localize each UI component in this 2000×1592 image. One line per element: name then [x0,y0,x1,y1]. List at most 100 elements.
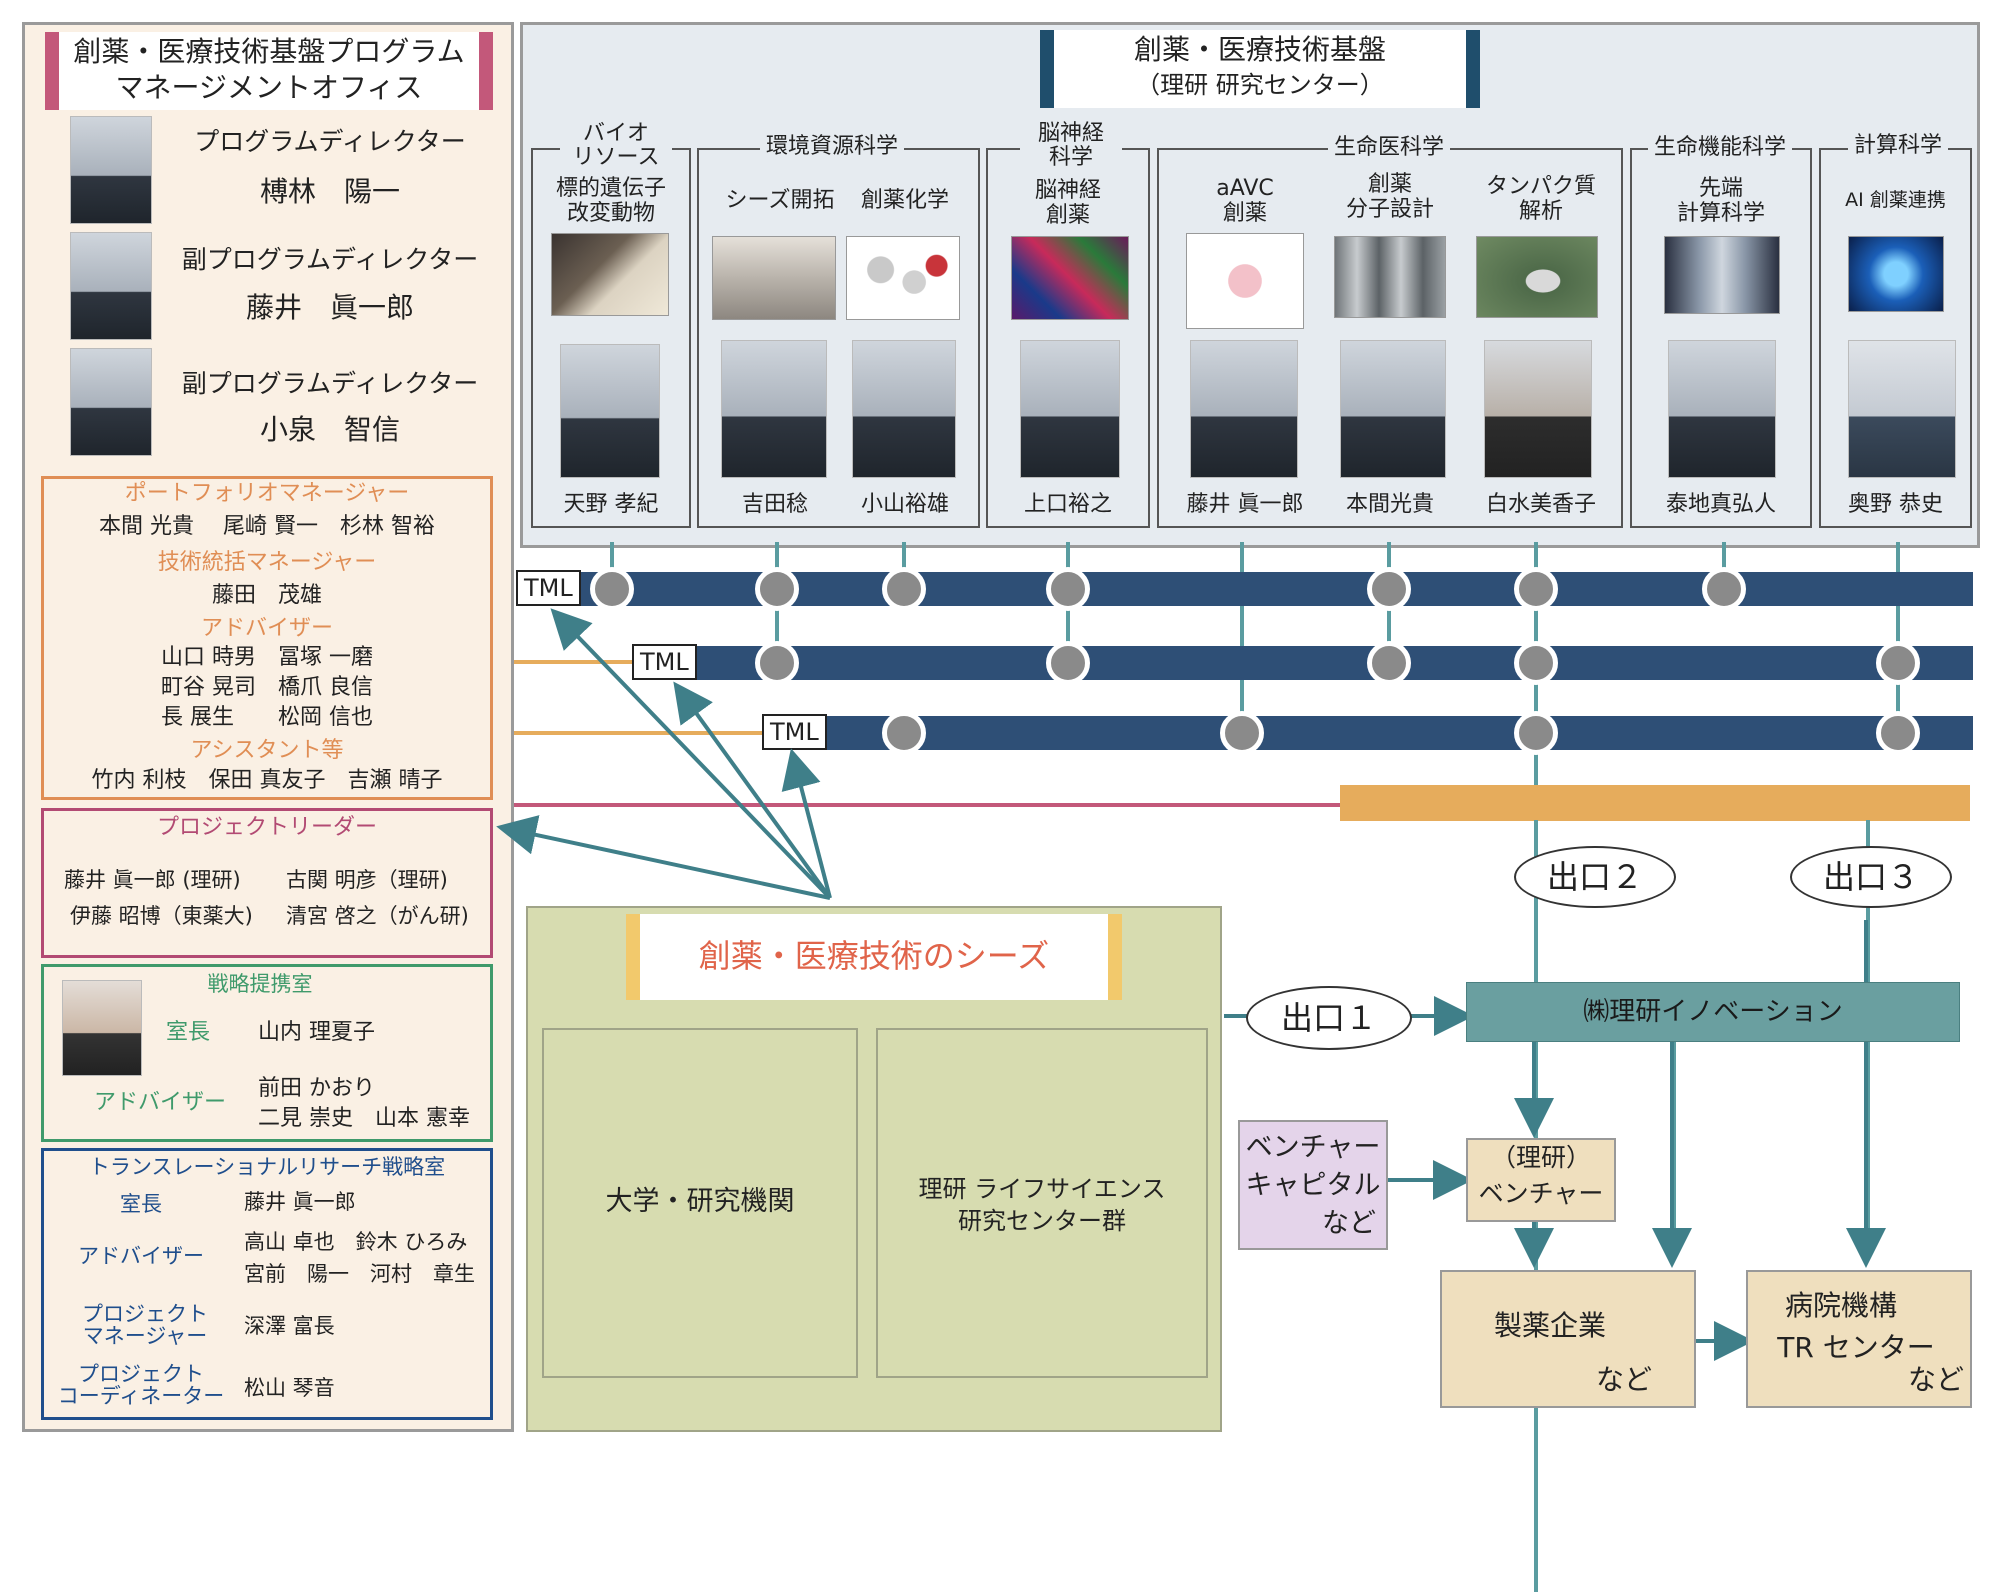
name-amano: 天野 孝紀 [563,492,659,517]
tr-pm-name: 深澤 富長 [244,1314,335,1338]
name-shirouzu: 白水美香子 [1485,492,1596,517]
tml-label-1: TML [516,570,581,606]
group-label-computational: 計算科学 [1848,133,1949,159]
strategy-chief-photo [62,980,142,1076]
node-2-honma [1367,641,1411,685]
hospital-box [1746,1270,1972,1408]
sub-ai-drug: AI 創薬連携 [1845,189,1946,211]
exit-2-oval: 出口２ [1514,846,1676,908]
tr-pc-label-2: コーディネーター [57,1384,225,1408]
group-label-bioresource: バイオ リソース [560,121,672,171]
photo-kamiguchi [1020,340,1120,478]
translational-office-box [41,1148,493,1420]
portfolio-advisor-title: アドバイザー [200,616,333,641]
project-leader-1: 藤井 眞一郎 (理研) [64,868,241,892]
exit-3-oval: 出口３ [1790,846,1952,908]
portfolio-advisor-line3: 長 展生 松岡 信也 [161,705,373,730]
connector-fujii [1240,542,1244,732]
flow-line-innovation [1672,1030,1676,1260]
centers-title-box [1040,30,1480,108]
tr-advisor-label: アドバイザー [78,1244,204,1268]
centers-subtitle: （理研 研究センター） [1136,71,1384,99]
node-1-honma [1367,567,1411,611]
director-photo-2 [70,232,152,340]
assistant-title: アシスタント等 [190,738,344,763]
node-1-yoshida [755,567,799,611]
molecule-image [846,236,960,320]
photo-honma [1340,340,1446,478]
pharma-line1: 製薬企業 [1493,1309,1606,1342]
sub-molecular-design: 創薬 分子設計 [1345,172,1434,223]
director-name-3: 小泉 智信 [259,413,400,446]
tr-chief-name: 藤井 眞一郎 [244,1190,356,1214]
venture-line1: （理研） [1490,1143,1591,1172]
riken-centers-line1: 理研 ライフサイエンス [918,1175,1166,1203]
data-center-image [1664,236,1780,314]
group-label-environment: 環境資源科学 [760,134,905,160]
riken-venture-box [1466,1138,1616,1222]
project-leader-4: 清宮 啓之（がん研) [286,904,469,928]
group-label-life-function: 生命機能科学 [1648,135,1793,161]
strategy-office-box [41,964,493,1142]
office-header-line1: 創薬・医療技術基盤プログラム [73,35,465,68]
tech-manager-names: 藤田 茂雄 [211,583,322,608]
sub-target-gene: 標的遺伝子 改変動物 [555,176,666,227]
name-honma: 本間光貴 [1345,492,1434,517]
strategy-chief-label: 室長 [166,1020,211,1045]
vc-line2: キャピタル [1245,1170,1381,1201]
tr-chief-label: 室長 [120,1192,162,1216]
node-3-koyama [882,711,926,755]
node-2-shirouzu [1514,641,1558,685]
tr-pc-label-1: プロジェクト [78,1362,204,1386]
project-leader-2: 古関 明彦（理研) [286,868,448,892]
riken-centers-line2: 研究センター群 [958,1207,1126,1235]
node-1-koyama [882,567,926,611]
pipeline-bar-3 [826,716,1973,750]
photo-yoshida [721,340,827,478]
node-3-shirouzu [1514,711,1558,755]
portfolio-advisor-line1: 山口 時男 冨塚 一磨 [161,645,373,670]
server-room-image [1334,236,1446,318]
strategy-advisor-line2: 二見 崇史 山本 憲幸 [258,1106,470,1131]
exit-1-oval: 出口１ [1246,986,1412,1050]
strategy-title: 戦略提携室 [207,972,313,996]
hospital-line3: など [1908,1363,1965,1396]
photo-okuno [1848,340,1956,478]
sub-advanced-computing: 先端 計算科学 [1676,176,1765,227]
node-3-okuno [1876,711,1920,755]
photo-fujii [1190,340,1298,478]
name-yoshida: 吉田稔 [741,492,808,517]
synchrotron-image [1476,236,1598,318]
tml-label-3: TML [762,714,827,750]
project-leader-box [41,808,493,958]
riken-innovation-box: ㈱理研イノベーション [1466,982,1960,1042]
tr-pc-name: 松山 琴音 [244,1376,335,1400]
pharma-line2: など [1596,1363,1653,1396]
name-taiji: 泰地真弘人 [1665,492,1776,517]
centers-title: 創薬・医療技術基盤 [1133,33,1386,66]
director-photo-3 [70,348,152,456]
name-koyama: 小山裕雄 [860,492,949,517]
tech-manager-title: 技術統括マネージャー [157,550,377,575]
portfolio-title: ポートフォリオマネージャー [124,481,410,506]
sub-neuro-drug: 脳神経 創薬 [1034,178,1101,229]
portfolio-box [41,476,493,800]
pipeline-bar-2 [690,646,1973,680]
node-2-kamiguchi [1046,641,1090,685]
project-leader-title: プロジェクトリーダー [156,815,377,840]
hospital-line1: 病院機構 [1784,1289,1897,1322]
strategy-chief-name: 山内 理夏子 [258,1020,375,1045]
director-role-3: 副プログラムディレクター [181,369,479,398]
connector-okuno [1896,542,1900,732]
office-header-line2: マネージメントオフィス [115,71,423,104]
sub-medchem: 創薬化学 [860,188,949,213]
node-1-shirouzu [1514,567,1558,611]
feed-line-3 [514,731,764,735]
sub-seeds: シーズ開拓 [725,188,835,213]
vc-line3: など [1322,1208,1376,1239]
name-fujii: 藤井 眞一郎 [1186,492,1304,517]
node-1-amano [590,567,634,611]
seeds-title: 創薬・医療技術のシーズ [698,937,1050,975]
project-leader-3: 伊藤 昭博（東薬大) [70,904,253,928]
director-name-2: 藤井 眞一郎 [245,291,414,324]
